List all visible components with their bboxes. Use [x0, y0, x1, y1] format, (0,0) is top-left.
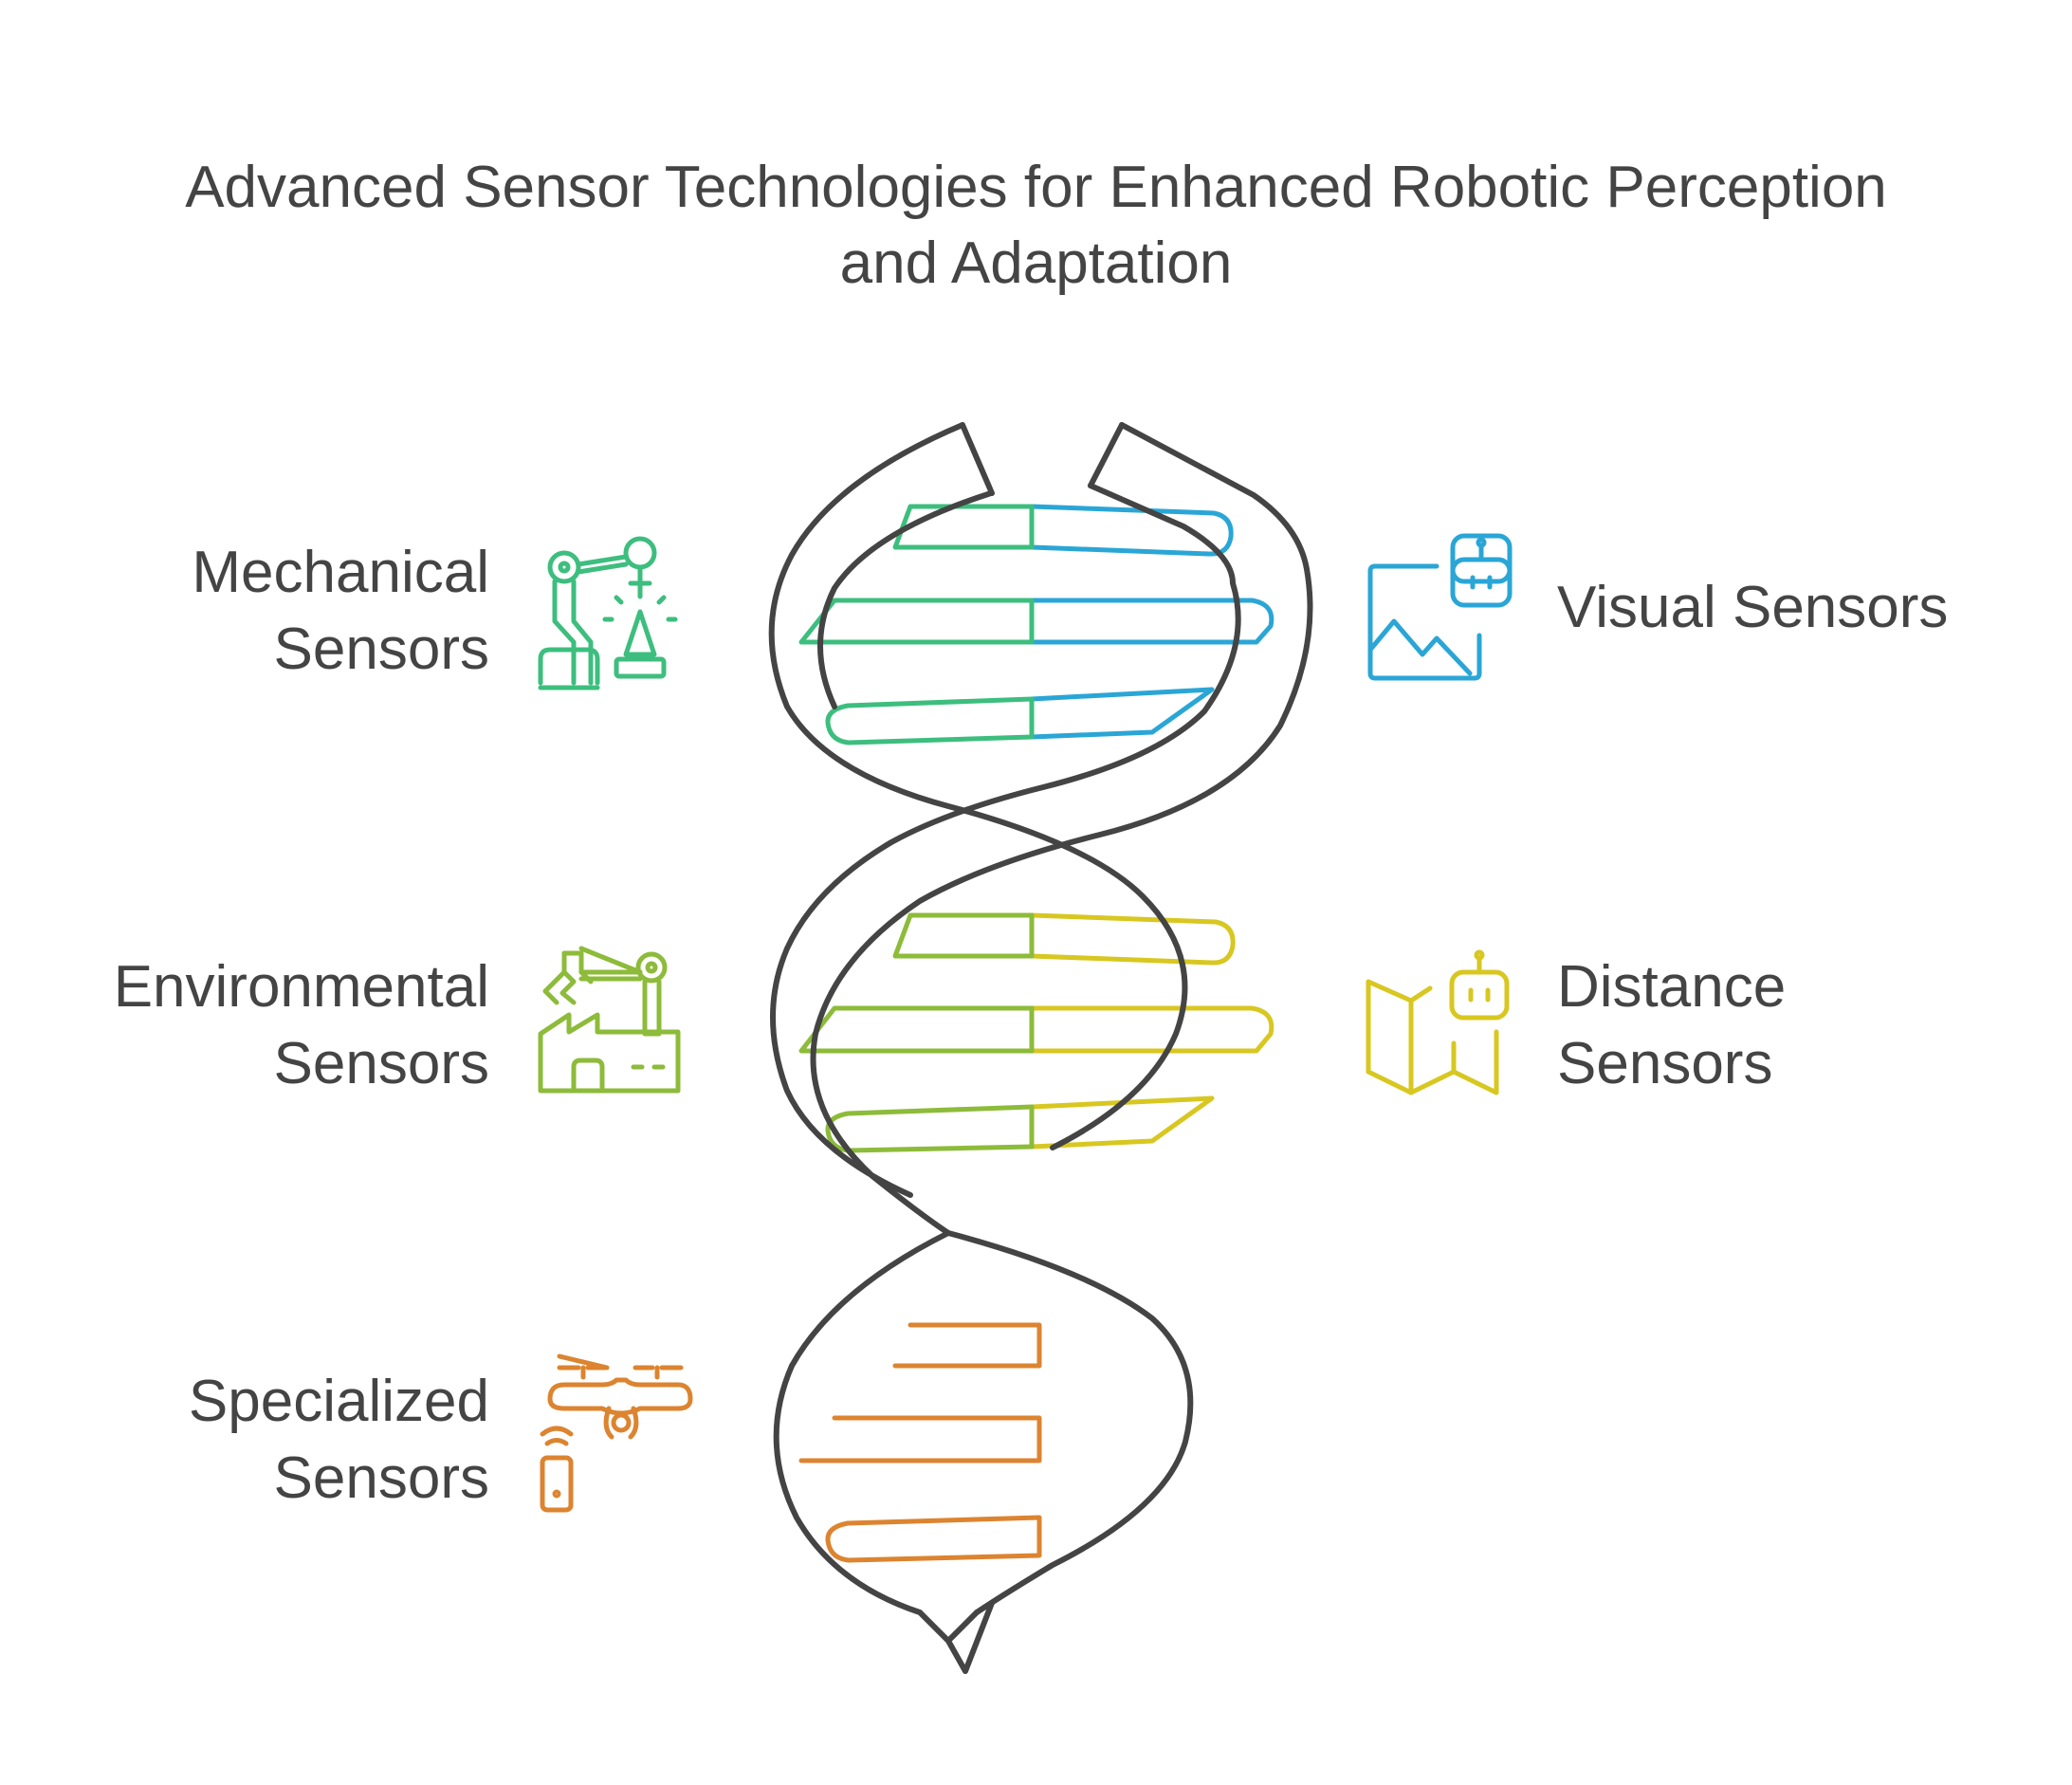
rung-mid-2	[798, 1005, 1274, 1054]
drone-remote-icon	[540, 1353, 693, 1513]
helix-cap-top-left	[960, 422, 995, 496]
label-mechanical-sensors: Mechanical Sensors	[192, 534, 489, 688]
label-visual-sensors: Visual Sensors	[1557, 569, 1948, 646]
helix-backbone	[768, 422, 1313, 1644]
rungs-top	[798, 504, 1274, 745]
helix-outline	[945, 422, 1125, 1674]
rungs-bottom	[798, 1322, 1042, 1563]
helix-strand-b-upper	[810, 422, 1313, 1615]
label-environmental-line-1: Environmental	[113, 954, 489, 1020]
helix-strand-a-upper	[768, 422, 1188, 1150]
map-robot-icon	[1366, 949, 1510, 1095]
rung-mid-1	[892, 912, 1236, 966]
label-specialized-line-2: Sensors	[273, 1445, 489, 1511]
label-mechanical-line-2: Sensors	[273, 616, 489, 682]
rungs-middle	[798, 912, 1274, 1153]
title-line-2: and Adaptation	[839, 230, 1233, 296]
factory-arm-icon	[538, 946, 681, 1094]
label-visual-line-1: Visual Sensors	[1557, 575, 1949, 640]
label-environmental-line-2: Sensors	[273, 1031, 489, 1096]
rung-bot-1	[892, 1322, 1042, 1369]
label-distance-line-2: Sensors	[1557, 1031, 1773, 1096]
label-distance-line-1: Distance	[1557, 954, 1787, 1020]
rung-mid-3	[825, 1095, 1215, 1153]
helix-strand-c-lower	[773, 1230, 951, 1644]
helix-strand-b-upper-inner	[770, 483, 1241, 1198]
rung-top-3	[825, 687, 1215, 745]
diagram-title: Advanced Sensor Technologies for Enhance…	[0, 150, 2072, 302]
label-distance-sensors: Distance Sensors	[1557, 948, 1786, 1102]
rung-top-1	[892, 504, 1234, 557]
image-robot-icon	[1367, 533, 1513, 681]
rung-bot-3	[825, 1515, 1042, 1563]
title-line-1: Advanced Sensor Technologies for Enhance…	[185, 155, 1887, 220]
label-specialized-sensors: Specialized Sensors	[189, 1363, 489, 1517]
rung-bot-2	[798, 1415, 1042, 1463]
helix-cap-bottom	[945, 1600, 995, 1674]
label-mechanical-line-1: Mechanical	[192, 540, 489, 605]
helix-cap-top-right	[1088, 422, 1125, 488]
rung-top-2	[798, 598, 1274, 645]
helix-strand-a-upper-inner	[817, 490, 994, 709]
label-specialized-line-1: Specialized	[188, 1369, 489, 1434]
label-environmental-sensors: Environmental Sensors	[114, 948, 489, 1102]
robotic-arm-icon	[538, 536, 678, 690]
